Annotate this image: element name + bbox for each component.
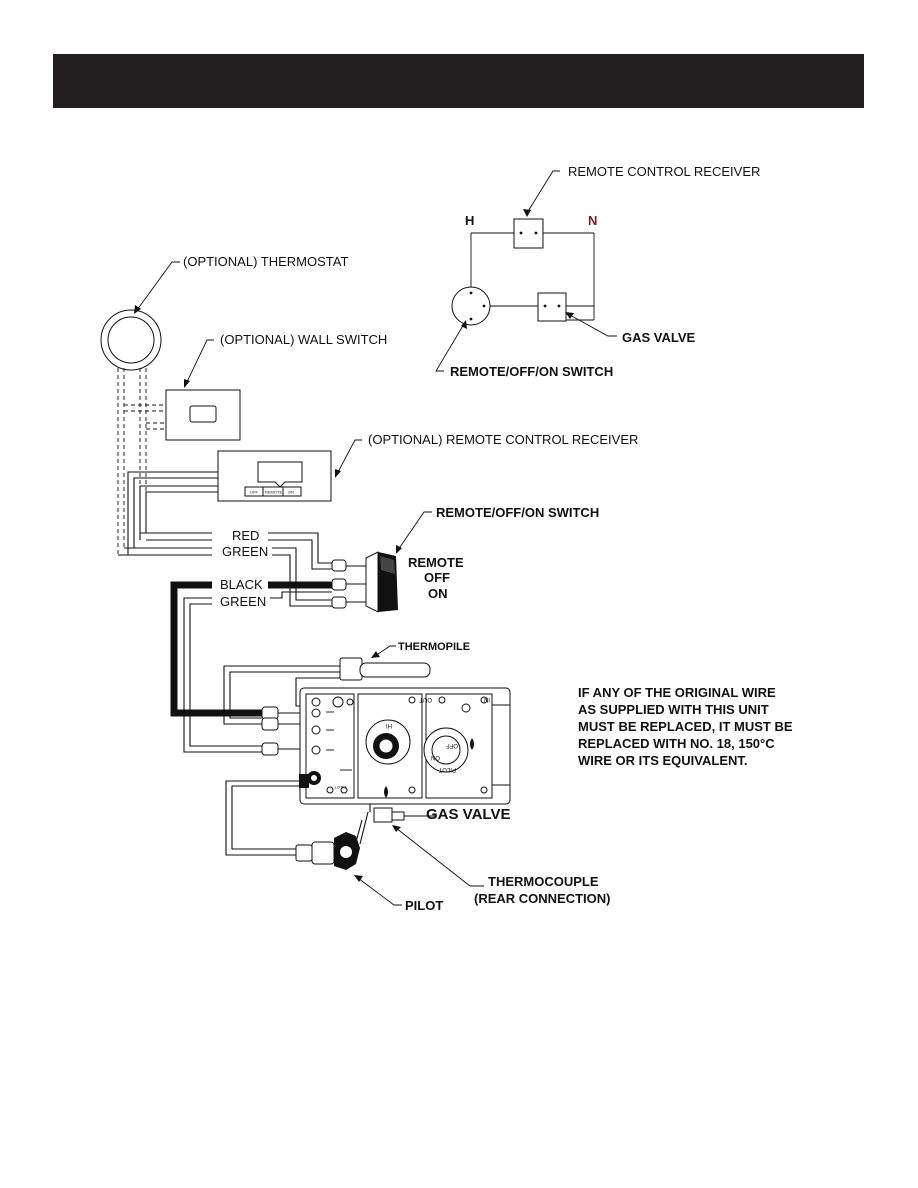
schematic-h-label: H xyxy=(465,213,474,228)
schematic: REMOTE CONTROL RECEIVER H N GAS VALVE RE… xyxy=(435,164,760,379)
svg-text:OFF: OFF xyxy=(250,490,259,495)
note-line-4: REPLACED WITH NO. 18, 150°C xyxy=(578,736,775,751)
wire-green-2-label: GREEN xyxy=(220,594,266,609)
thermopile: THERMOPILE xyxy=(223,641,470,725)
note-line-2: AS SUPPLIED WITH THIS UNIT xyxy=(578,702,769,717)
switch-wires: RED GREEN BLACK GREEN xyxy=(118,528,332,753)
svg-text:REMOTE: REMOTE xyxy=(265,490,282,495)
wall-switch: (OPTIONAL) WALL SWITCH xyxy=(165,332,387,441)
remote-receiver: OFF REMOTE ON (OPTIONAL) REMOTE CONTROL … xyxy=(217,432,638,502)
svg-text:IN: IN xyxy=(484,696,490,702)
schematic-n-label: N xyxy=(588,213,597,228)
thermocouple-label-1: THERMOCOUPLE xyxy=(488,874,599,889)
schematic-gas-valve-label: GAS VALVE xyxy=(622,330,696,345)
svg-text:ON: ON xyxy=(288,490,294,495)
switch-off-label: OFF xyxy=(424,570,450,585)
thermostat: (OPTIONAL) THERMOSTAT xyxy=(100,254,348,371)
pilot-assembly: PILOT xyxy=(225,780,443,913)
wall-switch-label: (OPTIONAL) WALL SWITCH xyxy=(220,332,387,347)
receiver-wires xyxy=(127,471,218,555)
gas-valve: HI OFF ON PILOT OUT IN PILOT GAS VALVE xyxy=(299,687,511,823)
schematic-receiver-box xyxy=(513,218,544,249)
wire-note: IF ANY OF THE ORIGINAL WIRE AS SUPPLIED … xyxy=(578,685,793,768)
wire-black-label: BLACK xyxy=(220,577,263,592)
switch-connectors xyxy=(331,559,366,609)
schematic-switch-label: REMOTE/OFF/ON SWITCH xyxy=(450,364,613,379)
note-line-3: MUST BE REPLACED, IT MUST BE xyxy=(578,719,793,734)
pilot-label: PILOT xyxy=(405,898,443,913)
thermocouple-callout: THERMOCOUPLE (REAR CONNECTION) xyxy=(392,825,611,906)
switch-title-label: REMOTE/OFF/ON SWITCH xyxy=(436,505,599,520)
valve-terminals xyxy=(261,706,300,756)
svg-text:OFF: OFF xyxy=(446,742,458,748)
thermostat-label: (OPTIONAL) THERMOSTAT xyxy=(183,254,348,269)
rocker-switch: REMOTE/OFF/ON SWITCH REMOTE OFF ON xyxy=(365,505,599,613)
svg-text:HI: HI xyxy=(386,722,392,728)
thermopile-label: THERMOPILE xyxy=(398,641,470,653)
wire-green-1-label: GREEN xyxy=(222,544,268,559)
wire-red-label: RED xyxy=(232,528,259,543)
svg-text:ON: ON xyxy=(431,754,440,760)
svg-text:PILOT: PILOT xyxy=(438,766,456,772)
svg-text:PILOT: PILOT xyxy=(334,785,346,790)
svg-text:OUT: OUT xyxy=(419,696,432,702)
note-line-1: IF ANY OF THE ORIGINAL WIRE xyxy=(578,685,776,700)
switch-remote-label: REMOTE xyxy=(408,555,464,570)
note-line-5: WIRE OR ITS EQUIVALENT. xyxy=(578,753,748,768)
schematic-receiver-label: REMOTE CONTROL RECEIVER xyxy=(568,164,760,179)
thermocouple-label-2: (REAR CONNECTION) xyxy=(474,891,611,906)
header-bar xyxy=(53,54,864,108)
thermostat-wires xyxy=(117,368,166,555)
remote-receiver-label: (OPTIONAL) REMOTE CONTROL RECEIVER xyxy=(368,432,638,447)
switch-on-label: ON xyxy=(428,586,448,601)
gas-valve-label: GAS VALVE xyxy=(426,806,510,823)
schematic-gas-valve-box xyxy=(537,292,567,322)
schematic-switch-circle xyxy=(451,286,491,326)
